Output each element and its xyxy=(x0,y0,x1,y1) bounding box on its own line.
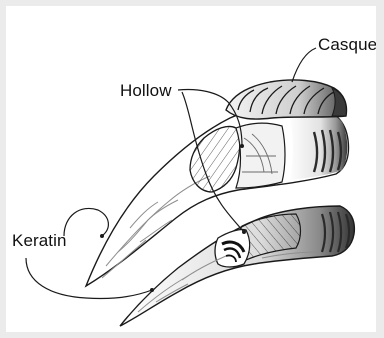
keratin-dot-upper xyxy=(100,234,104,238)
casque xyxy=(226,80,347,119)
diagram-canvas: Casque Hollow Keratin xyxy=(6,6,376,332)
hornbill-beak-illustration xyxy=(6,6,376,332)
casque-leader xyxy=(292,48,316,82)
casque-label: Casque xyxy=(318,36,376,53)
hollow-dot-lower xyxy=(242,230,246,234)
keratin-dot-lower xyxy=(150,288,154,292)
hollow-label: Hollow xyxy=(120,82,172,99)
keratin-leader-upper xyxy=(64,208,108,236)
casque-outline xyxy=(226,80,347,119)
hollow-dot-upper xyxy=(240,144,244,148)
keratin-label: Keratin xyxy=(12,232,67,249)
